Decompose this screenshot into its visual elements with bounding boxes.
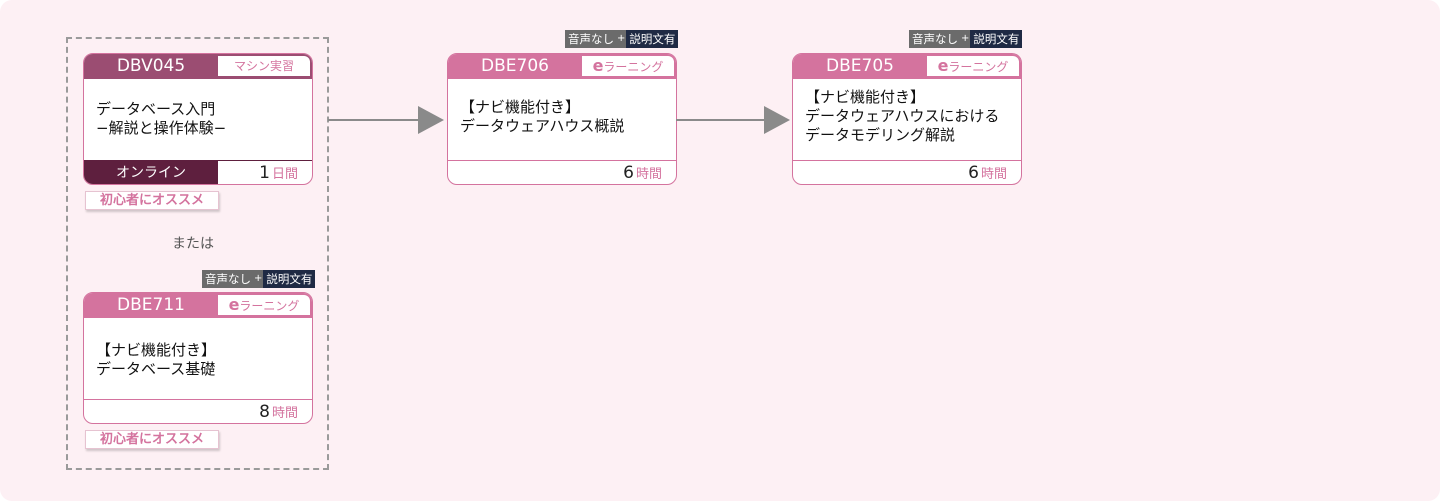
flow-arrow — [328, 106, 444, 134]
course-code: DBE706 — [481, 56, 549, 76]
course-type-label: マシン実習 — [218, 56, 310, 76]
delivery-mode: オンライン — [84, 161, 218, 184]
flow-arrow — [676, 106, 790, 134]
audio-badge: 音声なし — [202, 270, 254, 288]
duration-unit: 日間 — [271, 167, 298, 182]
duration-unit: 時間 — [635, 167, 662, 182]
audio-badge: 音声なし — [565, 30, 617, 48]
badge-separator: + — [961, 30, 971, 48]
recommend-tag: 初心者にオススメ — [85, 191, 219, 210]
course-title: 【ナビ機能付き】 データベース基礎 — [96, 341, 217, 378]
course-code: DBV045 — [116, 56, 186, 76]
course-type-label: eラーニング — [582, 56, 674, 76]
media-badges: 音声なし+説明文有 — [202, 270, 316, 288]
card-header: DBV045 マシン実習 — [84, 54, 312, 79]
duration-value: 6 — [968, 163, 979, 183]
duration-unit: 時間 — [980, 167, 1007, 182]
course-code: DBE711 — [117, 295, 185, 315]
text-badge: 説明文有 — [626, 30, 679, 48]
media-badges: 音声なし+説明文有 — [565, 30, 679, 48]
card-header: DBE705 eラーニング — [793, 54, 1021, 79]
course-type-label: eラーニング — [218, 295, 310, 315]
audio-badge: 音声なし — [909, 30, 961, 48]
course-title: 【ナビ機能付き】 データウェアハウス概説 — [460, 98, 625, 135]
badge-separator: + — [617, 30, 627, 48]
course-card-dbe705[interactable]: DBE705 eラーニング 【ナビ機能付き】 データウェアハウスにおける データ… — [792, 53, 1022, 185]
course-title: データベース入門 −解説と操作体験− — [96, 100, 227, 137]
duration-value: 8 — [259, 402, 270, 422]
media-badges: 音声なし+説明文有 — [909, 30, 1023, 48]
badge-separator: + — [254, 270, 264, 288]
card-header: DBE706 eラーニング — [448, 54, 676, 79]
text-badge: 説明文有 — [263, 270, 316, 288]
duration-value: 6 — [623, 163, 634, 183]
alternative-courses-group — [66, 37, 329, 470]
course-type-label: eラーニング — [927, 56, 1019, 76]
course-code: DBE705 — [826, 56, 894, 76]
duration-unit: 時間 — [271, 406, 298, 421]
or-label: または — [172, 236, 214, 252]
e-mark: e — [228, 295, 240, 314]
text-badge: 説明文有 — [970, 30, 1023, 48]
card-header: DBE711 eラーニング — [84, 293, 312, 318]
e-mark: e — [937, 56, 949, 75]
e-mark: e — [592, 56, 604, 75]
course-title: 【ナビ機能付き】 データウェアハウスにおける データモデリング解説 — [805, 88, 1000, 144]
duration-value: 1 — [259, 163, 270, 183]
recommend-tag: 初心者にオススメ — [85, 430, 219, 449]
